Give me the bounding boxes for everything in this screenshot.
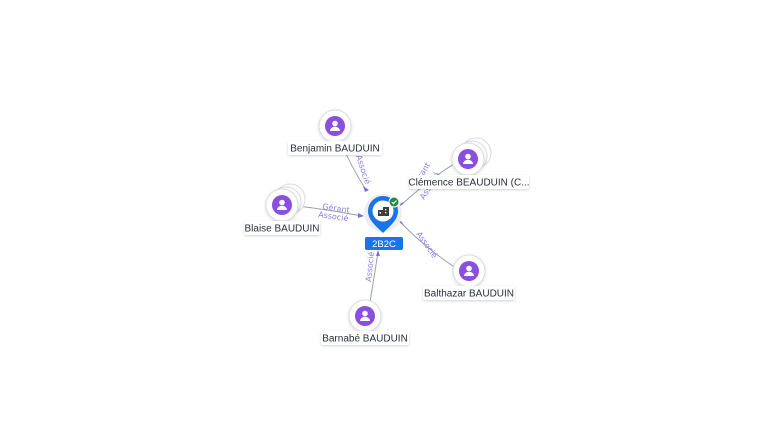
person-name: Blaise BAUDUIN [244, 224, 319, 235]
person-name: Balthazar BAUDUIN [424, 289, 514, 300]
person-name: Benjamin BAUDUIN [290, 144, 379, 155]
edge-arrow [363, 186, 369, 192]
building-icon [378, 207, 389, 216]
person-icon [463, 153, 473, 164]
person-icon [360, 310, 370, 321]
person-node-blaise[interactable]: Blaise BAUDUIN [244, 183, 320, 235]
person-name: Barnabé BAUDUIN [322, 334, 408, 345]
edge-barnabe: Associé [363, 250, 380, 303]
edge-role-label: Gérant [322, 201, 351, 215]
person-name: Clémence BEAUDUIN (C... [408, 178, 529, 189]
person-node-balthazar[interactable]: Balthazar BAUDUIN [423, 254, 515, 300]
edge-arrow [358, 213, 364, 218]
person-node-clemence[interactable]: Clémence BEAUDUIN (C... [408, 137, 530, 189]
edge-role-label: Associé [414, 229, 440, 260]
company-node[interactable]: 2B2C [364, 194, 403, 250]
person-icon [277, 199, 287, 210]
person-node-barnabe[interactable]: Barnabé BAUDUIN [321, 299, 409, 345]
check-icon [388, 196, 400, 208]
edge-role-label: Associé [354, 154, 373, 186]
person-icon [464, 265, 474, 276]
edge-balthazar: Associé [398, 220, 457, 269]
company-label: 2B2C [372, 239, 396, 250]
edge-role-label: Associé [318, 209, 349, 223]
edge-blaise: Gérant Associé [297, 201, 364, 223]
person-icon [330, 120, 340, 131]
person-node-benjamin[interactable]: Benjamin BAUDUIN [288, 109, 382, 155]
edge-arrow [376, 250, 380, 256]
edge-role-label: Associé [363, 251, 376, 282]
